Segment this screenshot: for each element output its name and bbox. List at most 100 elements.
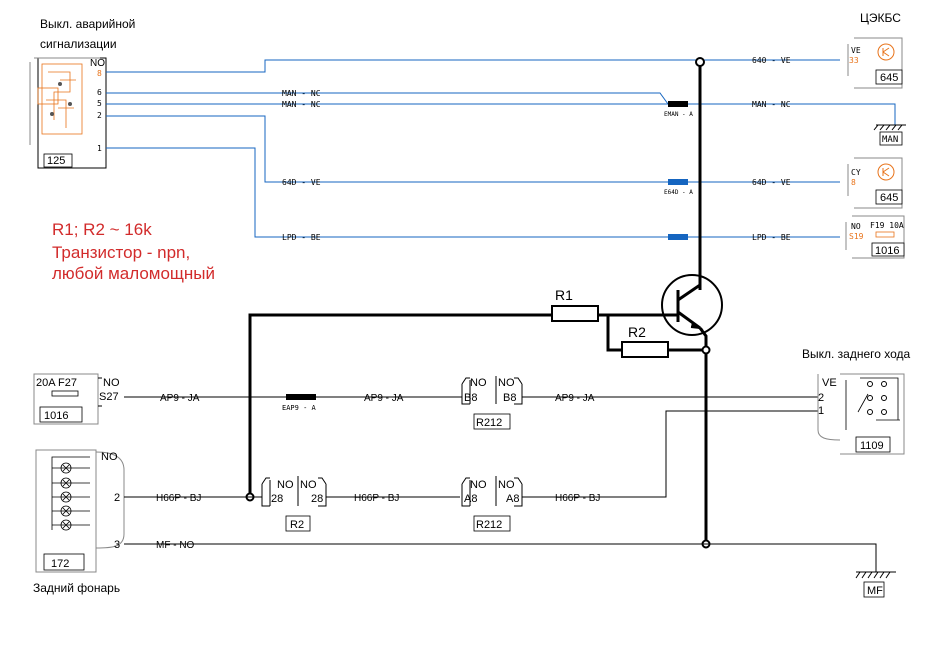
wire-label-lpd-left: LPD - BE — [282, 233, 321, 242]
splice-eap9-label: EAP9 - A — [282, 404, 317, 412]
conn-r212-top-label: R212 — [476, 417, 502, 429]
splice-eap9 — [286, 394, 316, 400]
fuse-left-pin-s27: S27 — [99, 391, 119, 403]
r212a-b8-1: B8 — [464, 392, 477, 404]
r2c-28-1: 28 — [271, 493, 283, 505]
r212b-no2: NO — [498, 479, 515, 491]
npn-transistor — [661, 274, 723, 348]
r212b-a8-2: A8 — [506, 493, 519, 505]
wire-label-ap9-3: AP9 - JA — [555, 393, 595, 404]
hazard-switch: 125 NO 8 6 5 2 1 — [29, 57, 107, 169]
wire-label-h66p-1: H66P - BJ — [156, 493, 201, 504]
resistor-r2-label: R2 — [628, 324, 646, 340]
r212a-no2: NO — [498, 377, 515, 389]
reverse-box-label: 1109 — [860, 440, 884, 452]
lamp-pin-3: 3 — [114, 539, 120, 551]
note-line2: Транзистор - npn, — [52, 243, 190, 262]
fuse-left-label: 20A F27 — [36, 377, 77, 389]
splice-lpd — [668, 234, 688, 240]
bsi-mid-pin-8: 8 — [851, 178, 856, 187]
hazard-switch-title-line2: сигнализации — [40, 37, 117, 51]
fuse-top-pin-s19: S19 — [849, 232, 864, 241]
wire-64d — [106, 115, 840, 183]
bsi-title: ЦЭКБС — [860, 11, 901, 25]
rear-lamp-title: Задний фонарь — [33, 581, 120, 595]
bsi-module-mid: 645 CY 8 — [847, 157, 903, 209]
wire-640 — [106, 59, 840, 73]
ground-mf-label: MF — [867, 585, 883, 597]
lamp-pin-no: NO — [101, 451, 118, 463]
rev-pin-2: 2 — [818, 392, 824, 404]
resistor-r1 — [551, 305, 599, 322]
resistor-r1-label: R1 — [555, 287, 573, 303]
fuse-top-pin-no: NO — [851, 222, 861, 231]
fuse-top-label: F19 10A — [870, 221, 904, 230]
junction-emitter — [701, 345, 711, 355]
ground-mf: MF — [855, 571, 896, 598]
wire-man-1 — [106, 92, 669, 105]
wire-label-640: 640 - VE — [752, 56, 791, 65]
bsi-mid-pin-cy: CY — [851, 168, 861, 177]
ground-man-label: MAN — [882, 135, 898, 145]
splice-e64d-label: E64D - A — [664, 189, 693, 196]
wire-lpd — [106, 147, 840, 238]
conn-r212-bottom-label: R212 — [476, 519, 502, 531]
fuse-top: F19 10A 1016 NO S19 — [845, 215, 905, 259]
wire-man-right — [688, 103, 896, 125]
base-feed-wire — [248, 313, 552, 496]
bsi-module-top: 645 VE 33 — [847, 37, 903, 89]
junction-collector-top — [695, 57, 705, 67]
lamp-box-label: 172 — [51, 558, 69, 570]
wire-label-h66p-3: H66P - BJ — [555, 493, 600, 504]
reverse-switch-title: Выкл. заднего хода — [802, 347, 911, 361]
fuse-top-box: 1016 — [875, 245, 899, 257]
wire-label-lpd-right: LPD - BE — [752, 233, 791, 242]
rev-pin-1: 1 — [818, 405, 824, 417]
r212a-b8-2: B8 — [503, 392, 516, 404]
conn-r2-label: R2 — [290, 519, 304, 531]
ground-man: MAN — [873, 124, 906, 146]
note-line1: R1; R2 ~ 16k — [52, 220, 152, 239]
rev-pin-ve: VE — [822, 377, 837, 389]
r212a-no1: NO — [470, 377, 487, 389]
resistor-r2 — [621, 341, 669, 358]
r212b-a8-1: A8 — [464, 493, 477, 505]
wire-label-mf-no: MF - NO — [156, 540, 195, 551]
connector-r212-top: NO NO B8 B8 R212 — [461, 376, 523, 430]
bsi-top-pin-ve: VE — [851, 46, 861, 55]
wire-label-64d-left: 64D - VE — [282, 178, 321, 187]
hazard-pin-1: 1 — [97, 144, 102, 153]
hazard-switch-title-line1: Выкл. аварийной — [40, 17, 135, 31]
wire-mf — [124, 543, 877, 572]
splice-eman — [668, 101, 688, 107]
wire-label-man-nc-2: MAN - NC — [282, 100, 321, 109]
rear-lamp: 172 NO 2 3 — [35, 449, 125, 573]
r212b-no1: NO — [470, 479, 487, 491]
r2c-28-2: 28 — [311, 493, 323, 505]
splice-eman-label: EMAN - A — [664, 111, 693, 118]
hazard-pin-5: 5 — [97, 99, 102, 108]
wire-label-man-nc-right: MAN - NC — [752, 100, 791, 109]
fuse-left-box: 1016 — [44, 410, 68, 422]
r2c-no1: NO — [277, 479, 294, 491]
connector-r2: NO NO 28 28 R2 — [261, 476, 327, 532]
wire-label-64d-right: 64D - VE — [752, 178, 791, 187]
wire-h66p — [124, 410, 818, 498]
wire-label-man-nc-1: MAN - NC — [282, 89, 321, 98]
note-line3: любой маломощный — [52, 264, 215, 283]
hazard-pin-8: 8 — [97, 69, 102, 78]
wire-label-ap9-1: AP9 - JA — [160, 393, 200, 404]
wire-label-ap9-2: AP9 - JA — [364, 393, 404, 404]
bsi-top-box: 645 — [880, 72, 898, 84]
bsi-mid-box: 645 — [880, 192, 898, 204]
hazard-box-label: 125 — [47, 155, 65, 167]
connector-r212-bottom: NO NO A8 A8 R212 — [461, 476, 523, 532]
r2-left-wire — [606, 315, 622, 352]
splice-e64d — [668, 179, 688, 185]
r2c-no2: NO — [300, 479, 317, 491]
lamp-pin-2: 2 — [114, 492, 120, 504]
bsi-top-pin-33: 33 — [849, 56, 859, 65]
hazard-pin-header: NO — [90, 58, 105, 69]
fuse-left-pin-no: NO — [103, 377, 120, 389]
